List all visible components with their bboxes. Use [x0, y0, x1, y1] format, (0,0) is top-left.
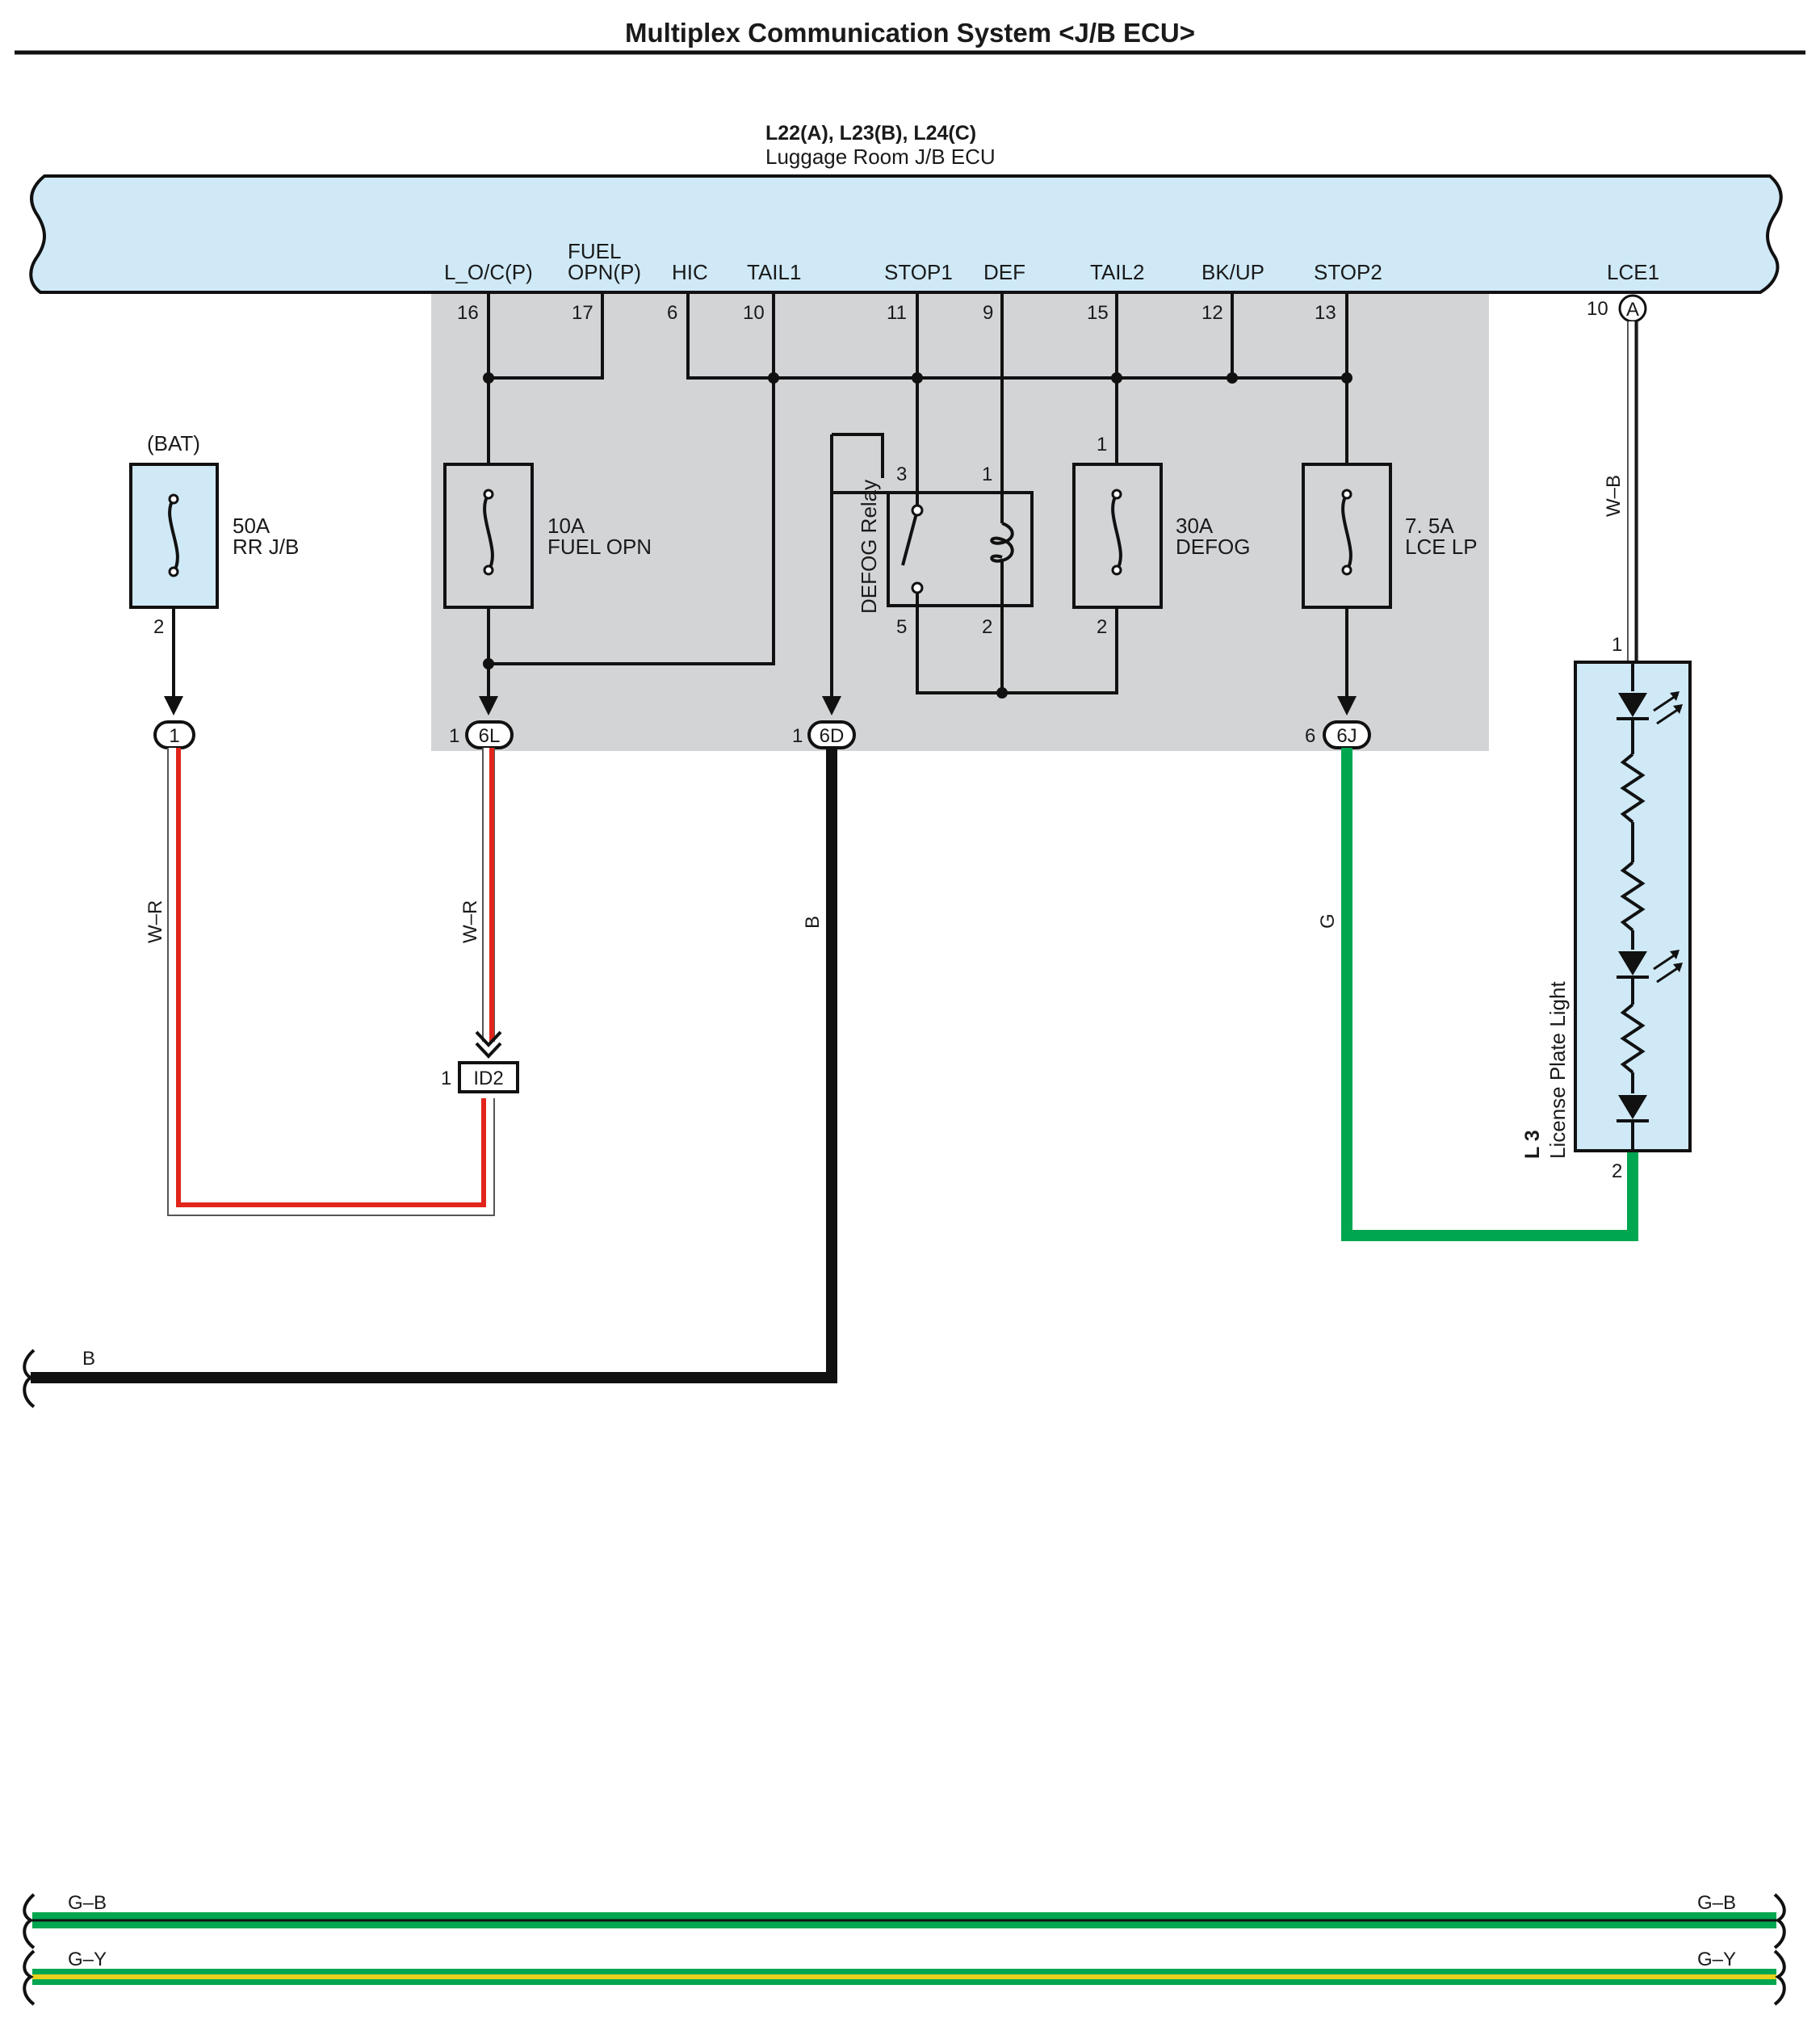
connector-6d-label: 6D: [820, 725, 845, 747]
fuse-defog-element: [1111, 493, 1122, 572]
fuse-bat-element: [168, 497, 179, 573]
fuse-defog-name: DEFOG: [1176, 535, 1250, 559]
pin-6: 6: [667, 302, 677, 324]
fuse-bat-pin: 2: [153, 616, 164, 638]
ecu-name: Luggage Room J/B ECU: [765, 145, 996, 169]
id2-chevrons: [475, 1030, 502, 1059]
license-light-name: License Plate Light: [1545, 981, 1570, 1159]
relay-contact-bot: [911, 581, 924, 594]
wire-label-green: G: [1317, 913, 1339, 929]
terminal-label-lce1: LCE1: [1607, 260, 1659, 284]
junction-dots: [483, 372, 1352, 699]
wire-label-bat-wr: W–R: [145, 900, 166, 943]
fuse-lce-element: [1341, 493, 1352, 572]
fuse-bat-rating: 50A: [233, 514, 270, 538]
connector-id2-pin: 1: [441, 1068, 451, 1089]
wire-green: [1341, 748, 1638, 1241]
connector-6l-label: 6L: [479, 725, 501, 747]
ecu-connectors: L22(A), L23(B), L24(C): [765, 122, 976, 145]
led-2-icon: [1617, 950, 1683, 984]
relay-pin-5: 5: [896, 616, 907, 638]
license-light-pin-top: 1: [1612, 634, 1622, 656]
defog-relay: [887, 491, 1034, 607]
ground-break: [23, 1349, 36, 1408]
connector-6j-label: 6J: [1336, 725, 1357, 747]
bus-label-gb-right: G–B: [1697, 1892, 1736, 1914]
pin-12: 12: [1201, 302, 1223, 324]
wire-wr: [167, 748, 495, 1216]
bat-label: (BAT): [147, 431, 200, 455]
license-light-pin-bot: 2: [1612, 1160, 1622, 1182]
relay-name: DEFOG Relay: [857, 480, 881, 614]
relay-pin-1: 1: [982, 464, 992, 485]
fuse-defog-node-top: [1111, 489, 1122, 500]
connector-6j-pin: 6: [1305, 725, 1315, 747]
connector-6l-pin: 1: [449, 725, 459, 747]
fuse-defog-node-bot: [1111, 564, 1122, 576]
wire-wb: [1627, 321, 1638, 661]
terminal-label-stop1: STOP1: [884, 260, 953, 284]
pin-9: 9: [983, 302, 993, 324]
pin-10: 10: [743, 302, 765, 324]
wire-label-fuel-wr: W–R: [459, 900, 481, 943]
pin-11: 11: [887, 302, 907, 324]
ecu-body: [29, 174, 1783, 294]
wire-label-wb: W–B: [1603, 475, 1625, 517]
terminal-label-hic: HIC: [672, 260, 708, 284]
license-light-code: L 3: [1521, 1130, 1544, 1159]
diode-icon: [1617, 1095, 1649, 1122]
connector-arrows: [164, 696, 1357, 715]
bus-label-gb-left: G–B: [68, 1892, 107, 1914]
license-light-circuit: [1620, 662, 1646, 1151]
internal-wiring: [487, 292, 1348, 707]
pin-15: 15: [1087, 302, 1109, 324]
terminal-label-bkup: BK/UP: [1201, 260, 1264, 284]
fuse-lce-node-top: [1341, 489, 1352, 500]
fuse-defog-rating: 30A: [1176, 514, 1214, 538]
wire-label-ground: B: [802, 916, 824, 929]
relay-contact-top: [911, 504, 924, 517]
terminal-label-l-oc: L_O/C(P): [444, 260, 533, 284]
pin-17: 17: [572, 302, 593, 324]
fuse-fuel-node-top: [483, 489, 494, 500]
bus-break-marks: [23, 1893, 1786, 2006]
fuse-defog-pin-top: 1: [1097, 434, 1107, 455]
fuse-fuel-rating: 10A: [547, 514, 585, 538]
connector-a-label: A: [1626, 299, 1639, 321]
terminal-label-fuel-opn-1: FUEL: [568, 239, 621, 263]
fuse-lce-node-bot: [1341, 564, 1352, 576]
pin-lce1-10: 10: [1587, 298, 1608, 320]
fuse-bat-node-top: [168, 493, 179, 505]
pin-13: 13: [1315, 302, 1336, 324]
fuse-fuel-node-bot: [483, 564, 494, 576]
wire-ground: [31, 748, 837, 1383]
led-1-icon: [1617, 691, 1683, 725]
bus-label-gy-left: G–Y: [68, 1949, 107, 1970]
fuse-bat-node-bot: [168, 566, 179, 577]
terminal-label-fuel-opn-2: OPN(P): [568, 260, 641, 284]
fuse-bat-name: RR J/B: [233, 535, 299, 559]
fuse-fuel-name: FUEL OPN: [547, 535, 652, 559]
terminal-label-stop2: STOP2: [1314, 260, 1382, 284]
relay-pin-3: 3: [896, 464, 907, 485]
terminal-label-tail2: TAIL2: [1090, 260, 1144, 284]
connector-id2-label: ID2: [473, 1068, 503, 1089]
fuse-defog-pin-bot: 2: [1097, 616, 1107, 638]
relay-pin-2: 2: [982, 616, 992, 638]
fuse-fuel-element: [483, 493, 494, 572]
terminal-label-tail1: TAIL1: [747, 260, 801, 284]
fuse-lce-name: LCE LP: [1405, 535, 1478, 559]
connector-6d-pin: 1: [792, 725, 803, 747]
wire-label-ground-run: B: [82, 1348, 95, 1370]
bus-label-gy-right: G–Y: [1697, 1949, 1736, 1970]
pin-16: 16: [457, 302, 479, 324]
connector-id2: [458, 1061, 519, 1093]
relay-switch: [901, 493, 1014, 606]
page-title: Multiplex Communication System <J/B ECU>: [625, 18, 1195, 48]
fuse-lce-rating: 7. 5A: [1405, 514, 1454, 538]
terminal-label-def: DEF: [983, 260, 1025, 284]
connector-1-label: 1: [169, 725, 179, 747]
